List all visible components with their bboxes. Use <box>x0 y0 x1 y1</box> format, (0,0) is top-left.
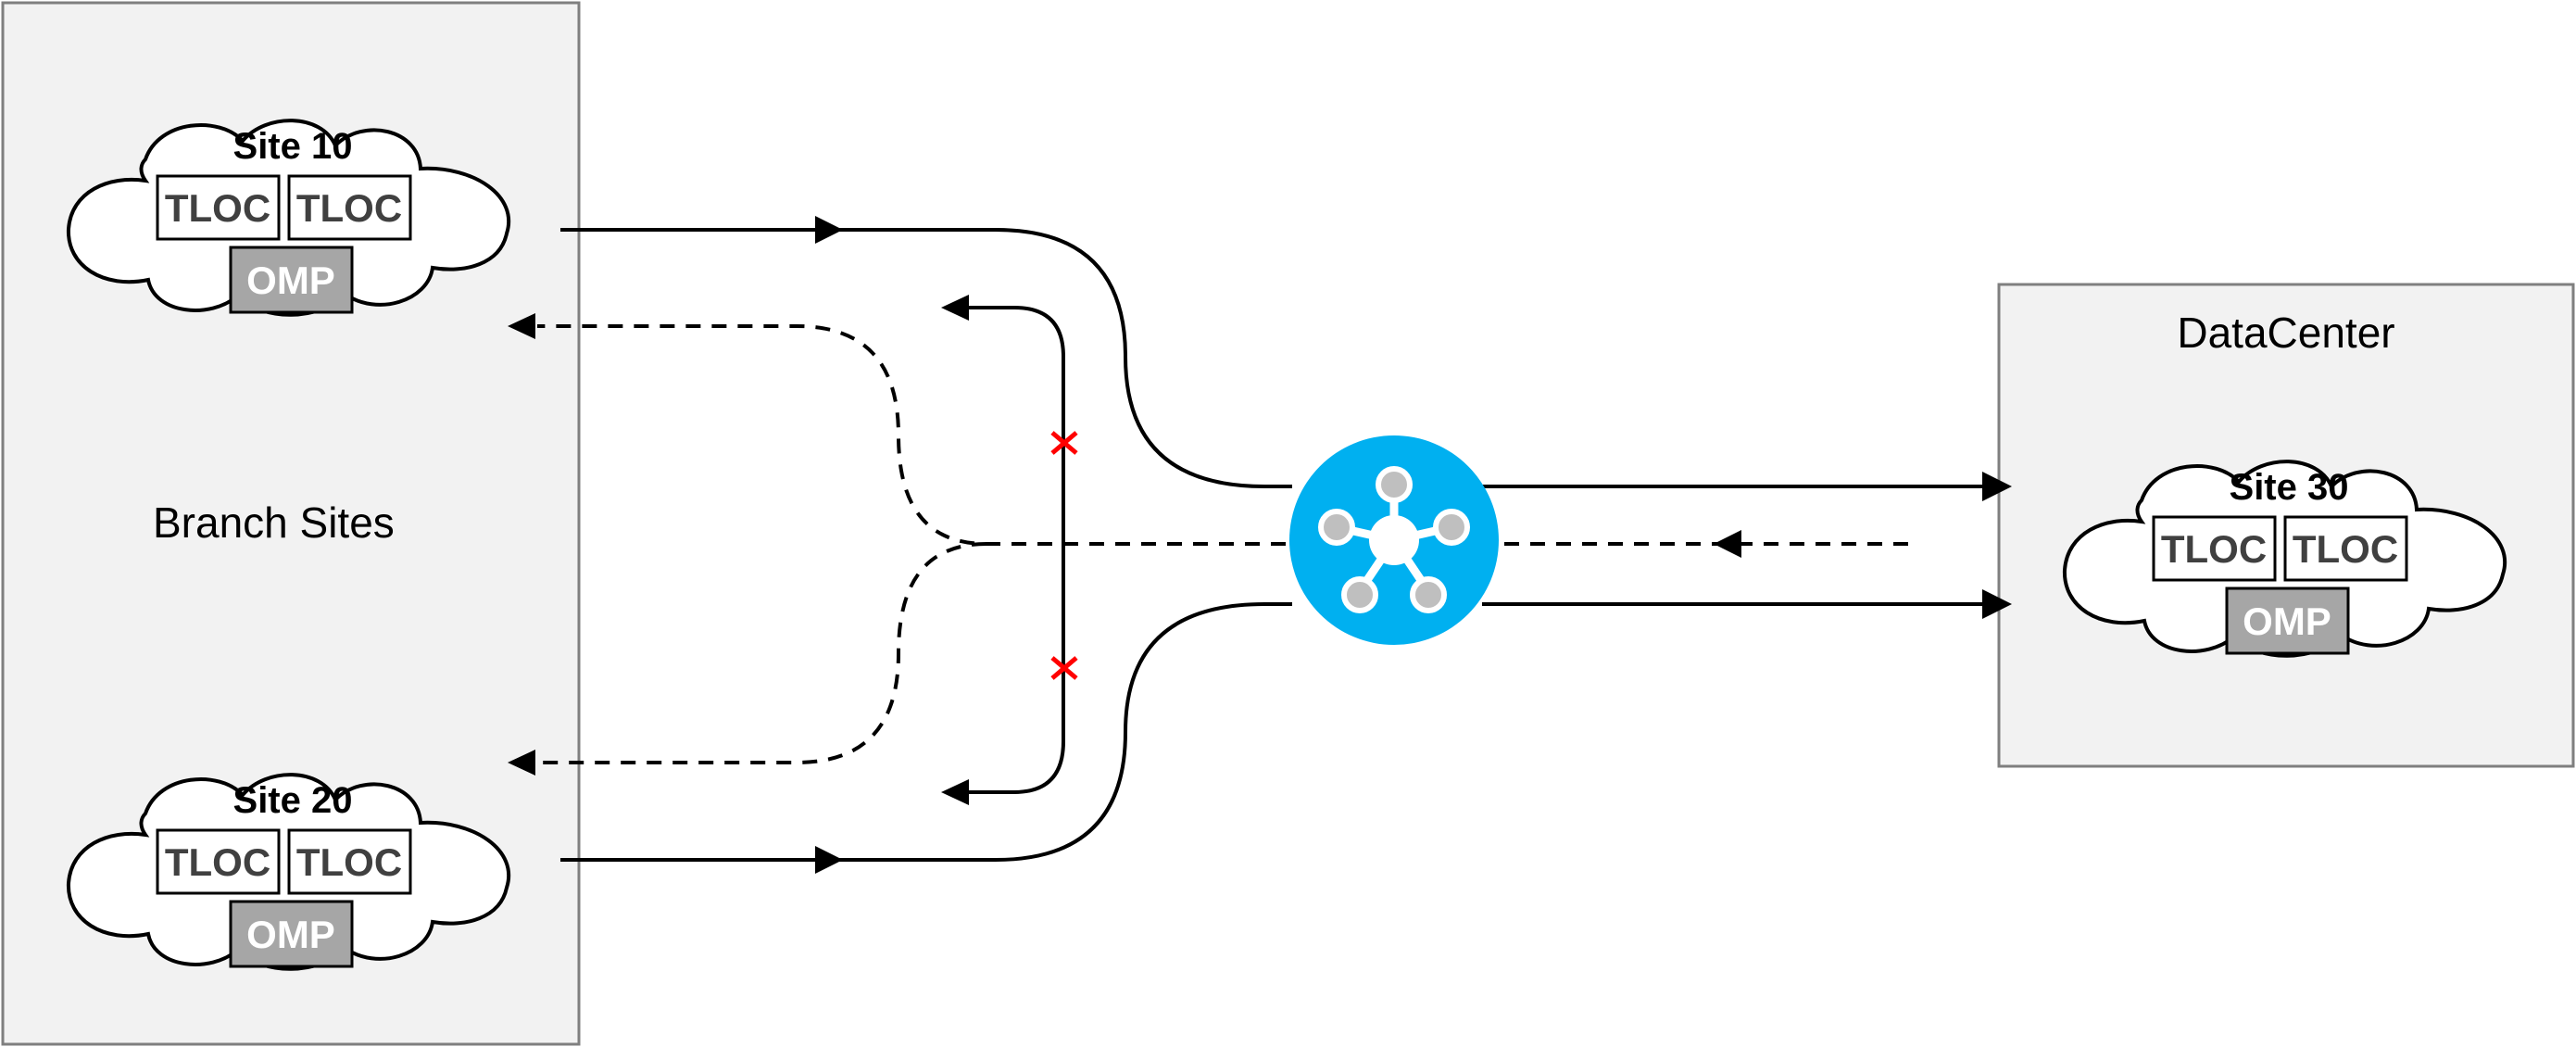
tloc-label: TLOC <box>165 186 270 230</box>
tloc-box <box>2152 515 2277 582</box>
omp-box <box>229 900 354 968</box>
site20-to-controller-flow <box>560 602 1292 874</box>
site-title: Site 20 <box>233 780 353 821</box>
tloc-box <box>287 174 412 241</box>
tloc-box <box>287 828 412 895</box>
arrow-left-icon <box>1714 530 1741 558</box>
route-advertisement-flows <box>508 313 1908 776</box>
site-title: Site 10 <box>233 126 353 167</box>
branch-sites-label: Branch Sites <box>153 498 395 547</box>
arrow-left-icon <box>508 750 535 776</box>
site-title: Site 30 <box>2230 467 2349 508</box>
tloc-box <box>156 828 281 895</box>
omp-box <box>2225 587 2350 655</box>
tloc-label: TLOC <box>296 186 402 230</box>
arrow-right-icon <box>815 216 843 244</box>
arrow-left-icon <box>941 779 969 805</box>
arrow-right-icon <box>815 846 843 874</box>
tloc-box <box>156 174 281 241</box>
arrow-left-icon <box>941 295 969 321</box>
arrow-right-icon <box>1982 589 2012 619</box>
vsmart-hub-icon <box>1289 435 1499 645</box>
arrow-right-icon <box>1982 472 2012 501</box>
omp-label: OMP <box>246 259 335 302</box>
site-30-cloud: Site 30 TLOC TLOC OMP <box>2065 461 2505 656</box>
omp-box <box>229 246 354 314</box>
tloc-label: TLOC <box>296 840 402 884</box>
controller-to-datacenter-flows <box>1482 472 2012 619</box>
site10-to-controller-flow <box>560 216 1292 488</box>
datacenter-label: DataCenter <box>2177 309 2394 357</box>
arrow-left-icon <box>508 313 535 339</box>
site-10-cloud: Site 10 TLOC TLOC OMP <box>69 120 509 315</box>
blocked-reflection-paths <box>941 295 1078 805</box>
x-mark-icon <box>1050 656 1078 680</box>
site-20-cloud: Site 20 TLOC TLOC OMP <box>69 775 509 969</box>
x-mark-icon <box>1050 431 1078 455</box>
omp-label: OMP <box>246 913 335 956</box>
tloc-box <box>2283 515 2408 582</box>
tloc-label: TLOC <box>2161 527 2267 571</box>
omp-label: OMP <box>2243 599 2331 643</box>
tloc-label: TLOC <box>165 840 270 884</box>
tloc-label: TLOC <box>2293 527 2398 571</box>
